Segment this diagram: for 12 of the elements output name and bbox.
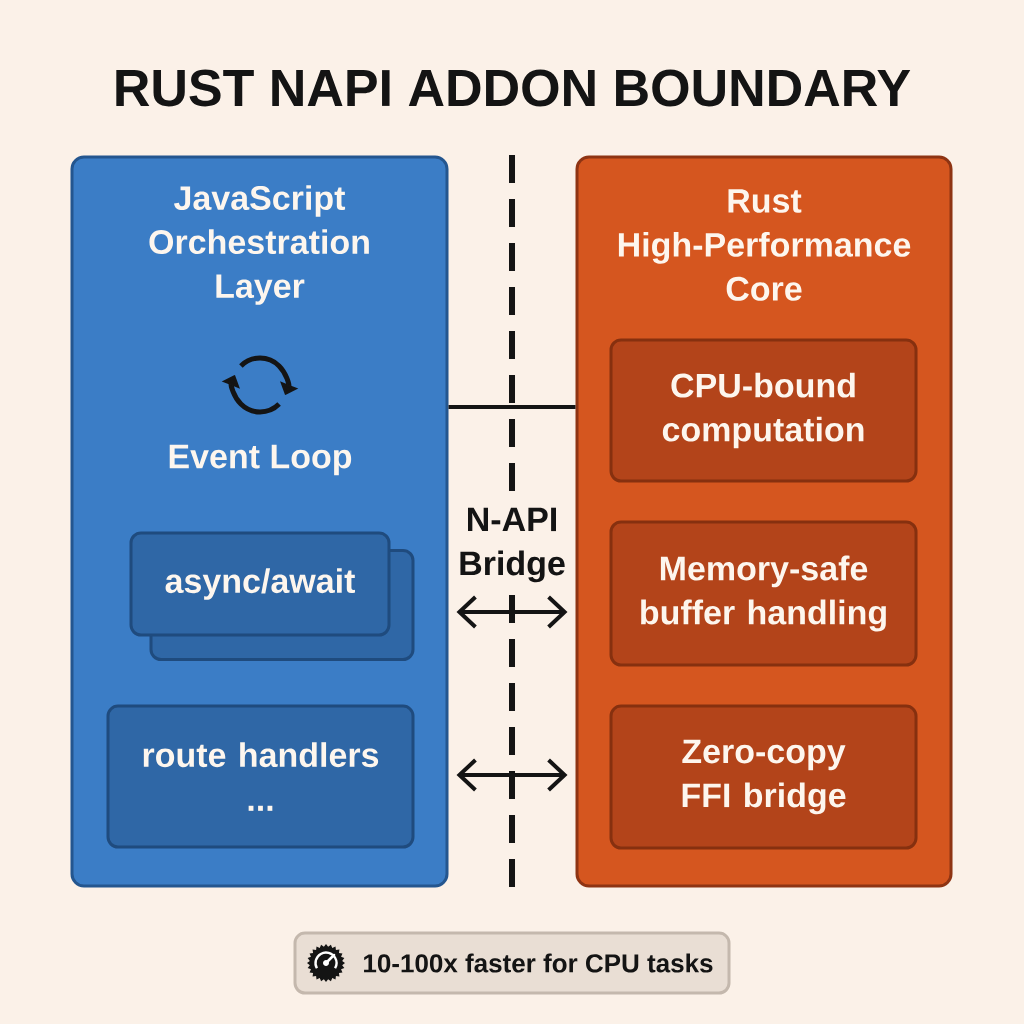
title: RUST NAPI ADDON BOUNDARY: [116, 69, 911, 107]
icon-caption: Event Loop: [169, 444, 352, 476]
double-arrow: [456, 595, 568, 629]
component-box: Memory-safe buffer handling: [609, 520, 918, 667]
component-box: CPU-bound computation: [609, 338, 918, 483]
component-box: Zero-copy FFI bridge: [609, 704, 918, 850]
boundary-label: N-API Bridge: [454, 505, 570, 585]
component-box: route handlers ...: [106, 704, 415, 849]
stacked-cards: async/await: [129, 531, 415, 661]
double-arrow: [456, 758, 568, 792]
badge: 10-100x faster for CPU tasks: [293, 931, 731, 995]
connector-line: [448, 405, 576, 409]
